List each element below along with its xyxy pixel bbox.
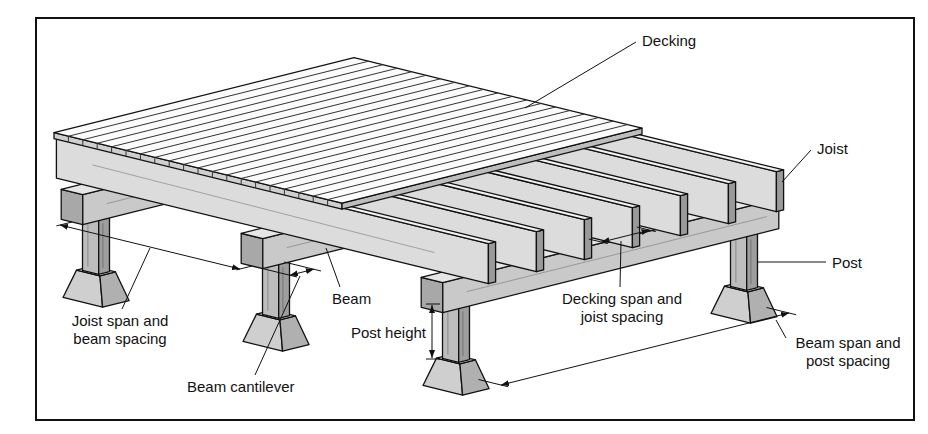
decking-seam xyxy=(154,157,155,163)
beam-timber xyxy=(61,189,83,224)
extension-line xyxy=(236,266,252,270)
joist-timber xyxy=(680,194,687,236)
leader-line xyxy=(782,150,811,182)
dimension-arrow xyxy=(602,230,650,242)
dimension-label: Beam cantilever xyxy=(185,378,297,396)
dimension-arrow xyxy=(60,225,240,269)
decking-seam xyxy=(82,140,83,146)
decking-seam xyxy=(155,82,455,157)
wood-grain xyxy=(447,310,448,355)
decking-seam xyxy=(256,107,556,182)
dimension-lines xyxy=(56,222,796,387)
wood-grain xyxy=(462,311,463,356)
decking-seam xyxy=(313,121,613,196)
post-timber xyxy=(747,233,758,291)
decking-seam xyxy=(255,182,256,188)
dimension-label: Beam span and post spacing xyxy=(788,334,908,370)
wood-grain xyxy=(267,266,268,311)
joist-timber xyxy=(776,170,783,212)
decking-seam xyxy=(226,175,227,181)
leader-line xyxy=(255,276,300,375)
concrete-footing xyxy=(100,272,129,307)
dimension-arrow xyxy=(290,269,314,275)
leader-line xyxy=(776,320,786,338)
decking-seam xyxy=(140,154,141,160)
dimension-label: Decking span and joist spacing xyxy=(545,290,699,326)
joist-timber xyxy=(728,182,735,224)
decking-seam xyxy=(299,118,599,193)
decking-seam xyxy=(183,164,184,170)
post-timber xyxy=(279,261,290,319)
frame-border xyxy=(36,18,914,420)
decking-seam xyxy=(328,125,628,200)
decking-seam xyxy=(270,186,271,192)
decking-seam xyxy=(83,65,383,140)
extension-line xyxy=(479,380,509,387)
extension-line xyxy=(767,308,797,315)
decking-seam xyxy=(212,171,213,177)
joist-timber xyxy=(488,242,495,284)
decking-seam xyxy=(97,143,98,149)
part-label: Decking xyxy=(640,32,698,50)
decking-seam xyxy=(198,168,199,174)
leader-line xyxy=(525,42,636,108)
decking-seam xyxy=(97,68,397,143)
decking-seam xyxy=(68,136,69,142)
post-timber xyxy=(99,217,110,275)
decking-seam xyxy=(111,147,112,153)
decking-seam xyxy=(126,75,426,150)
dimension-label: Joist span and beam spacing xyxy=(52,312,188,348)
concrete-footing xyxy=(460,360,489,395)
decking-seam xyxy=(198,93,498,168)
decking-seam xyxy=(284,114,584,189)
part-label: Joist xyxy=(815,140,850,158)
decking-seam xyxy=(184,89,484,164)
part-label: Beam xyxy=(330,290,373,308)
decking-board xyxy=(54,58,642,203)
dimension-label: Post height xyxy=(324,324,428,342)
dimension-arrow xyxy=(432,305,433,358)
decking-seam xyxy=(212,96,512,171)
leader-line xyxy=(122,248,150,309)
decking-seam xyxy=(327,200,328,206)
decking-seam xyxy=(241,103,541,178)
decking-seam xyxy=(169,86,469,161)
beam-timber xyxy=(241,233,263,268)
decking-seam xyxy=(169,161,170,167)
extension-line xyxy=(284,262,321,271)
leader-line xyxy=(620,241,621,287)
extension-line xyxy=(426,359,440,360)
post-timber xyxy=(459,305,470,363)
decking-seam xyxy=(140,79,440,154)
decking-seam xyxy=(313,196,314,202)
concrete-footing xyxy=(280,316,309,351)
wood-grain xyxy=(750,239,751,284)
joist-timber xyxy=(536,230,543,272)
extension-line xyxy=(56,222,72,226)
extension-line xyxy=(426,304,440,305)
decking-seam xyxy=(112,72,412,147)
extension-line xyxy=(263,269,297,277)
leader-lines xyxy=(122,42,826,375)
wood-grain xyxy=(102,223,103,268)
joist-timber xyxy=(632,206,639,248)
leader-line xyxy=(758,262,826,263)
decking-seam xyxy=(227,100,527,175)
decking-seam xyxy=(298,193,299,199)
part-label: Post xyxy=(830,254,864,272)
decking-seam xyxy=(241,178,242,184)
wood-grain xyxy=(87,222,88,267)
concrete-footing xyxy=(748,288,777,323)
joist-timber xyxy=(584,218,591,260)
wood-grain xyxy=(735,238,736,283)
decking-seam xyxy=(68,61,368,136)
decking-seam xyxy=(270,111,570,186)
decking-seam xyxy=(284,189,285,195)
leader-line xyxy=(326,248,340,287)
decking-seam xyxy=(126,150,127,156)
